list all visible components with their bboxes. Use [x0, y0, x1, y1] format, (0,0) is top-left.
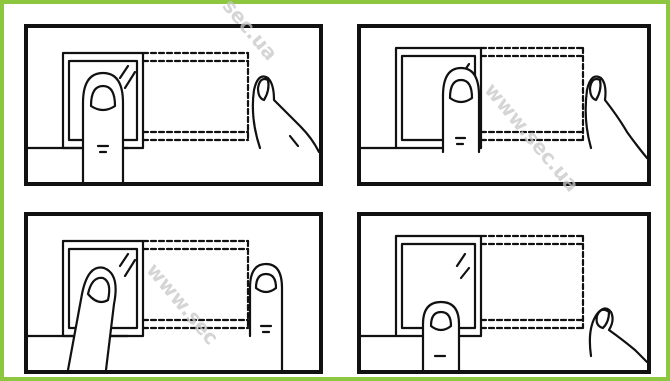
tilted-finger	[66, 266, 117, 370]
side-finger	[584, 75, 647, 160]
side-finger	[251, 75, 319, 154]
panel-finger-tilted	[24, 212, 323, 374]
finger-on-sensor	[81, 71, 125, 182]
upright-finger	[248, 262, 284, 370]
fingernail	[429, 310, 453, 332]
sensor-outer	[394, 46, 483, 150]
fingernail	[86, 276, 111, 304]
fingerprint-sensor-illustration	[361, 46, 647, 160]
side-finger	[588, 307, 647, 364]
fingernail	[89, 84, 117, 112]
fingernail	[448, 78, 474, 104]
panel-finger-too-high	[357, 24, 651, 186]
fingerprint-sensor-illustration	[28, 51, 319, 182]
fingerprint-sensor-illustration	[28, 239, 284, 370]
fingerprint-sensor-illustration	[361, 234, 647, 370]
panel-correct-placement	[24, 24, 323, 186]
panel-finger-too-low	[357, 212, 651, 374]
